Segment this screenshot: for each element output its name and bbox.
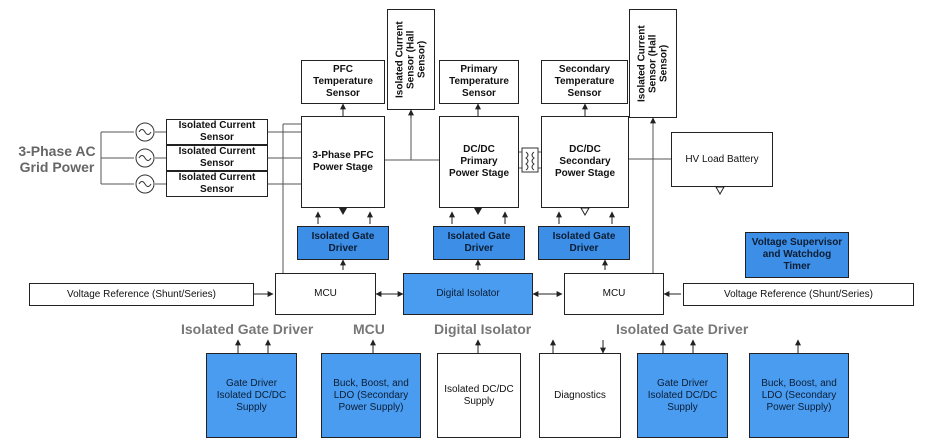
isolated-gate-driver-2: Isolated Gate Driver — [433, 226, 525, 260]
isolated-current-sensor-2: Isolated Current Sensor — [166, 145, 268, 171]
isolated-dcdc-supply: Isolated DC/DC Supply — [437, 353, 521, 438]
isolated-gate-driver-1: Isolated Gate Driver — [297, 226, 389, 260]
secondary-temperature-sensor: Secondary Temperature Sensor — [541, 60, 628, 104]
arrowhead-pfc-down — [339, 208, 347, 215]
arrowhead-hv-load-open — [715, 186, 725, 196]
section-title-digital-isolator: Digital Isolator — [434, 321, 532, 337]
grid-power-label: 3-Phase AC Grid Power — [18, 143, 96, 175]
hv-load-battery: HV Load Battery — [671, 132, 773, 187]
ac-sources — [135, 122, 155, 194]
pfc-temperature-sensor: PFC Temperature Sensor — [301, 60, 385, 104]
gate-driver-dcdc-supply-right: Gate Driver Isolated DC/DC Supply — [637, 353, 728, 438]
hall-sensor-1: Isolated Current Sensor (Hall Sensor) — [387, 9, 435, 110]
arrowhead-primary-down — [474, 208, 482, 215]
mcu-left: MCU — [275, 273, 376, 315]
primary-temperature-sensor: Primary Temperature Sensor — [439, 60, 519, 104]
isolated-gate-driver-3: Isolated Gate Driver — [538, 226, 630, 260]
diagnostics: Diagnostics — [539, 353, 621, 438]
arrowhead-secondary-down-open — [580, 207, 590, 217]
buck-boost-ldo-right: Buck, Boost, and LDO (Secondary Power Su… — [749, 353, 849, 438]
buck-boost-ldo-left: Buck, Boost, and LDO (Secondary Power Su… — [321, 353, 421, 438]
digital-isolator: Digital Isolator — [403, 273, 533, 315]
section-title-isolated-gate-driver-right: Isolated Gate Driver — [616, 321, 749, 337]
dcdc-primary-power-stage: DC/DC Primary Power Stage — [439, 116, 519, 208]
voltage-supervisor-watchdog: Voltage Supervisor and Watchdog Timer — [745, 232, 849, 278]
voltage-reference-left: Voltage Reference (Shunt/Series) — [29, 283, 254, 306]
section-title-mcu: MCU — [353, 321, 385, 337]
hall-sensor-2: Isolated Current Sensor (Hall Sensor) — [629, 9, 677, 118]
pfc-power-stage: 3-Phase PFC Power Stage — [301, 116, 385, 208]
dcdc-secondary-power-stage: DC/DC Secondary Power Stage — [541, 116, 629, 208]
isolated-current-sensor-3: Isolated Current Sensor — [166, 171, 268, 197]
isolated-current-sensor-1: Isolated Current Sensor — [166, 119, 268, 145]
mcu-right: MCU — [564, 273, 664, 315]
voltage-reference-right: Voltage Reference (Shunt/Series) — [683, 283, 914, 306]
section-title-isolated-gate-driver-left: Isolated Gate Driver — [181, 321, 314, 337]
gate-driver-dcdc-supply-left: Gate Driver Isolated DC/DC Supply — [206, 353, 297, 438]
transformer-icon — [521, 147, 539, 173]
